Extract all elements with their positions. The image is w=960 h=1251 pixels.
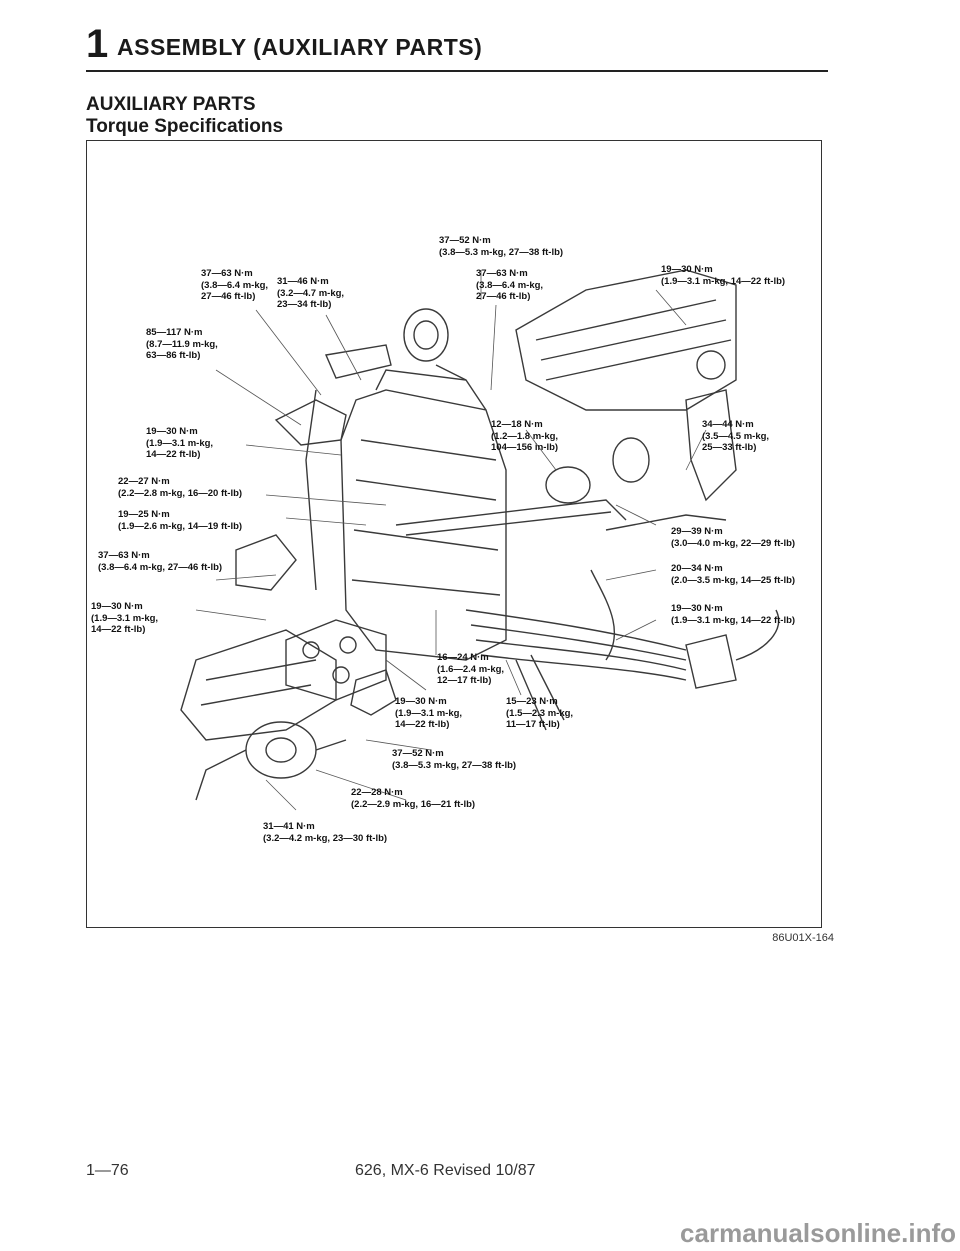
torque-label: 31—41 N·m (3.2—4.2 m-kg, 23—30 ft-lb) bbox=[263, 821, 388, 844]
torque-label: 19—25 N·m (1.9—2.6 m-kg, 14—19 ft-lb) bbox=[118, 509, 243, 532]
torque-label: 15—23 N·m (1.5—2.3 m-kg, 11—17 ft-lb) bbox=[506, 696, 574, 730]
figure-code: 86U01X-164 bbox=[772, 932, 834, 944]
torque-label: 31—46 N·m (3.2—4.7 m-kg, 23—34 ft-lb) bbox=[277, 276, 345, 310]
torque-label: 19—30 N·m (1.9—3.1 m-kg, 14—22 ft-lb) bbox=[661, 264, 786, 287]
torque-label: 37—63 N·m (3.8—6.4 m-kg, 27—46 ft-lb) bbox=[201, 268, 269, 302]
torque-label: 20—34 N·m (2.0—3.5 m-kg, 14—25 ft-lb) bbox=[671, 563, 796, 586]
torque-label: 37—52 N·m (3.8—5.3 m-kg, 27—38 ft-lb) bbox=[392, 748, 517, 771]
torque-label: 37—63 N·m (3.8—6.4 m-kg, 27—46 ft-lb) bbox=[98, 550, 223, 573]
torque-label: 37—52 N·m (3.8—5.3 m-kg, 27—38 ft-lb) bbox=[439, 235, 564, 258]
torque-label: 22—28 N·m (2.2—2.9 m-kg, 16—21 ft-lb) bbox=[351, 787, 476, 810]
torque-label: 19—30 N·m (1.9—3.1 m-kg, 14—22 ft-lb) bbox=[395, 696, 463, 730]
watermark: carmanualsonline.info bbox=[680, 1218, 956, 1248]
chapter-title: ASSEMBLY (AUXILIARY PARTS) bbox=[117, 34, 483, 60]
torque-label: 29—39 N·m (3.0—4.0 m-kg, 22—29 ft-lb) bbox=[671, 526, 796, 549]
chapter-number: 1 bbox=[86, 22, 109, 66]
section-subtitle: Torque Specifications bbox=[86, 116, 284, 137]
torque-label: 22—27 N·m (2.2—2.8 m-kg, 16—20 ft-lb) bbox=[118, 476, 243, 499]
page-number: 1—76 bbox=[86, 1162, 129, 1179]
footer-text: 626, MX-6 Revised 10/87 bbox=[355, 1162, 536, 1179]
torque-label: 19—30 N·m (1.9—3.1 m-kg, 14—22 ft-lb) bbox=[146, 426, 214, 460]
header-rule bbox=[86, 70, 828, 72]
torque-label: 34—44 N·m (3.5—4.5 m-kg, 25—33 ft-lb) bbox=[702, 419, 770, 453]
section-title: AUXILIARY PARTS bbox=[86, 94, 256, 115]
torque-label: 19—30 N·m (1.9—3.1 m-kg, 14—22 ft-lb) bbox=[91, 601, 159, 635]
torque-label: 12—18 N·m (1.2—1.8 m-kg, 104—156 in-lb) bbox=[491, 419, 559, 453]
figure-frame bbox=[86, 140, 822, 928]
engine-exploded-drawing bbox=[180, 269, 780, 811]
torque-label: 85—117 N·m (8.7—11.9 m-kg, 63—86 ft-lb) bbox=[146, 327, 218, 361]
torque-label: 16—24 N·m (1.6—2.4 m-kg, 12—17 ft-lb) bbox=[437, 652, 505, 686]
torque-label: 37—63 N·m (3.8—6.4 m-kg, 27—46 ft-lb) bbox=[476, 268, 544, 302]
torque-label: 19—30 N·m (1.9—3.1 m-kg, 14—22 ft-lb) bbox=[671, 603, 796, 626]
